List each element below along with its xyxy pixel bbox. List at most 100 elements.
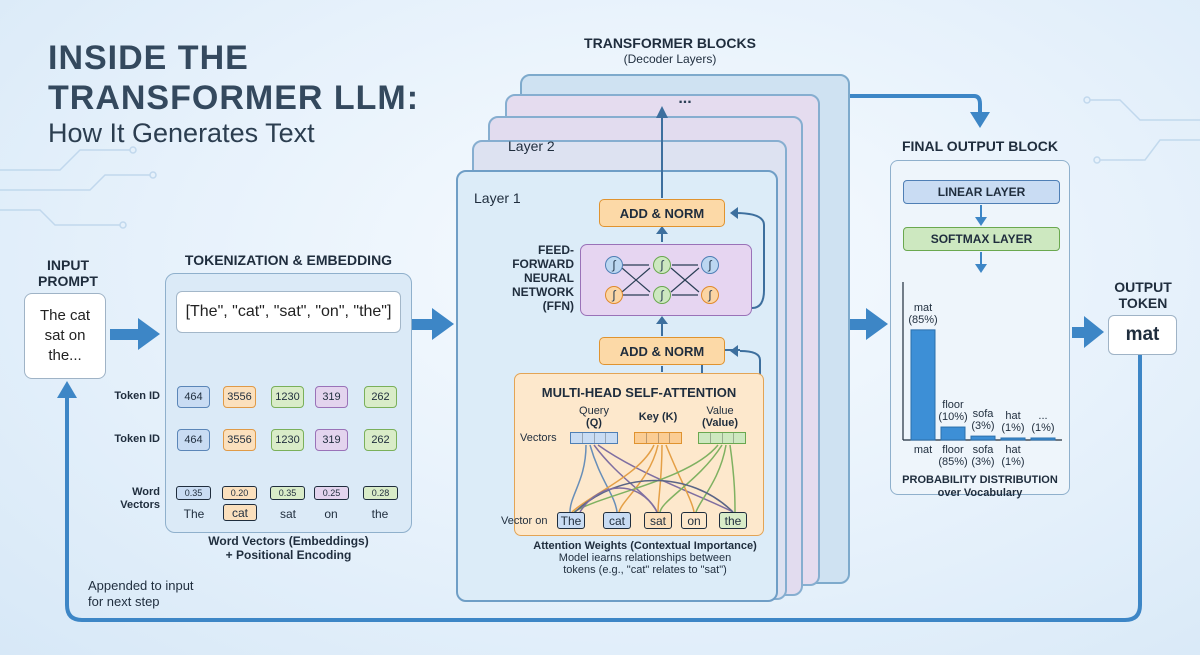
query-vector (570, 432, 618, 444)
ffn-label-line2: FORWARD (512, 257, 574, 271)
x-axis-label: floor(85%) (933, 444, 973, 468)
probability-bar (910, 329, 936, 441)
x-axis-word: mat (913, 444, 933, 456)
attention-weight-lines (569, 444, 736, 513)
bar-top-label: floor(10%) (933, 399, 973, 423)
ffn-neuron-icon: ∫ (605, 286, 623, 304)
probability-bar (940, 426, 966, 441)
x-axis-label: mat (903, 444, 943, 456)
page-title-line2: TRANSFORMER LLM: (48, 79, 420, 117)
token-id-chip: 464 (177, 386, 210, 408)
probability-bar (1030, 437, 1056, 441)
x-axis-word: hat (1005, 444, 1021, 456)
embedding-caption: Word Vectors (Embeddings) + Positional E… (165, 534, 412, 562)
layer-1-label: Layer 1 (474, 190, 521, 206)
token-id-chip: 262 (364, 386, 397, 408)
attention-block (514, 373, 764, 536)
token-word-highlight: cat (223, 504, 257, 521)
ffn-neuron-icon: ∫ (701, 256, 719, 274)
bar-top-word: sofa (972, 408, 994, 421)
input-prompt-box: The cat sat on the... (24, 293, 106, 379)
token-id-chip: 1230 (271, 429, 304, 451)
bar-top-pct: (1%) (1031, 422, 1055, 434)
input-header: INPUT PROMPT (28, 257, 108, 289)
word-vector-chip: 0.35 (270, 486, 305, 500)
stack-to-output-arrow (848, 94, 982, 116)
x-axis-pct: (1%) (1001, 456, 1025, 468)
output-header-line2: TOKEN (1118, 295, 1168, 311)
flow-arrows (110, 308, 1104, 350)
x-axis-word: sofa (972, 444, 994, 456)
key-vector (634, 432, 682, 444)
token-id-chip: 319 (315, 386, 348, 408)
bar-top-label: ...(1%) (1023, 410, 1063, 434)
ffn-connections (621, 264, 700, 296)
bar-top-pct: (1%) (1001, 422, 1025, 434)
x-axis-pct: (85%) (938, 456, 968, 468)
ffn-label-line3: NEURAL (524, 271, 574, 285)
word-vector-chip: 0.35 (176, 486, 211, 500)
query-label-line2: (Q) (586, 417, 602, 429)
token-id-row-label-2: Token ID (114, 433, 160, 445)
bar-top-pct: (3%) (971, 420, 995, 433)
token-word: The (183, 507, 205, 521)
add-norm-bottom: ADD & NORM (599, 337, 725, 365)
x-axis-label: hat(1%) (993, 444, 1033, 468)
output-token-box: mat (1108, 315, 1177, 355)
probability-bar (970, 435, 996, 441)
bar-top-pct: (85%) (908, 313, 938, 326)
distribution-label-line1: PROBABILITY DISTRIBUTION (902, 474, 1058, 486)
distribution-label-line2: over Vocabulary (937, 487, 1023, 499)
ffn-label-line1: FEED- (538, 243, 574, 257)
transformer-header: TRANSFORMER BLOCKS (584, 35, 756, 51)
ffn-neuron-icon: ∫ (605, 256, 623, 274)
token-id-chip: 319 (315, 429, 348, 451)
attention-caption-title: Attention Weights (Contextual Importance… (533, 540, 757, 552)
bar-top-label: hat(1%) (993, 410, 1033, 434)
ffn-neuron-icon: ∫ (653, 256, 671, 274)
layer-2-label: Layer 2 (508, 138, 555, 154)
token-word: sat (279, 507, 296, 521)
attention-word-chip: The (557, 512, 585, 529)
word-vector-chip: 0.28 (363, 486, 398, 500)
output-header-line1: OUTPUT (1114, 279, 1172, 295)
ffn-neuron-icon: ∫ (701, 286, 719, 304)
bar-top-label: sofa(3%) (963, 408, 1003, 432)
attention-caption-line1: Model iearns relationships between (558, 552, 732, 564)
attention-word-chip: sat (644, 512, 672, 529)
probability-bar (1000, 437, 1026, 441)
value-label-line2: (Value) (701, 417, 739, 429)
prompt-line2: sat on (44, 327, 86, 344)
ffn-label-line5: (FFN) (542, 299, 574, 313)
prompt-line1: The cat (39, 307, 91, 324)
token-word: the (371, 507, 389, 521)
circuit-decoration (0, 96, 1200, 229)
add-norm-top: ADD & NORM (599, 199, 725, 227)
token-list: [The", "cat", "sat", "on", "the"] (176, 291, 401, 333)
loop-back-arrow (65, 345, 1142, 622)
loop-label-line1: Appended to input (88, 578, 194, 593)
attention-title: MULTI-HEAD SELF-ATTENTION (541, 385, 737, 400)
softmax-layer: SOFTMAX LAYER (903, 227, 1060, 251)
x-axis-word: floor (942, 444, 964, 456)
x-axis-pct: (3%) (971, 456, 995, 468)
query-label: Query (Q) (570, 405, 618, 429)
ffn-label-line4: NETWORK (512, 285, 574, 299)
token-id-chip: 262 (364, 429, 397, 451)
embedding-caption-line2: + Positional Encoding (225, 548, 352, 562)
input-header-line2: PROMPT (38, 273, 98, 289)
token-word: on (324, 507, 338, 521)
word-vectors-label-line2: Vectors (120, 499, 160, 511)
word-vector-chip: 0.25 (314, 486, 349, 500)
token-id-chip: 464 (177, 429, 210, 451)
vectors-row-label: Vectors (520, 432, 557, 444)
token-id-row-label-1: Token ID (114, 390, 160, 402)
more-layers-ellipsis: ... (678, 90, 692, 107)
value-vector (698, 432, 746, 444)
tokenization-header: TOKENIZATION & EMBEDDING (184, 252, 393, 268)
attention-caption-line2: tokens (e.g., "cat" relates to "sat") (563, 564, 727, 576)
page-subtitle: How It Generates Text (48, 118, 315, 148)
word-vectors-row-label: Word Vectors (104, 486, 160, 512)
prompt-line3: the... (48, 347, 82, 364)
